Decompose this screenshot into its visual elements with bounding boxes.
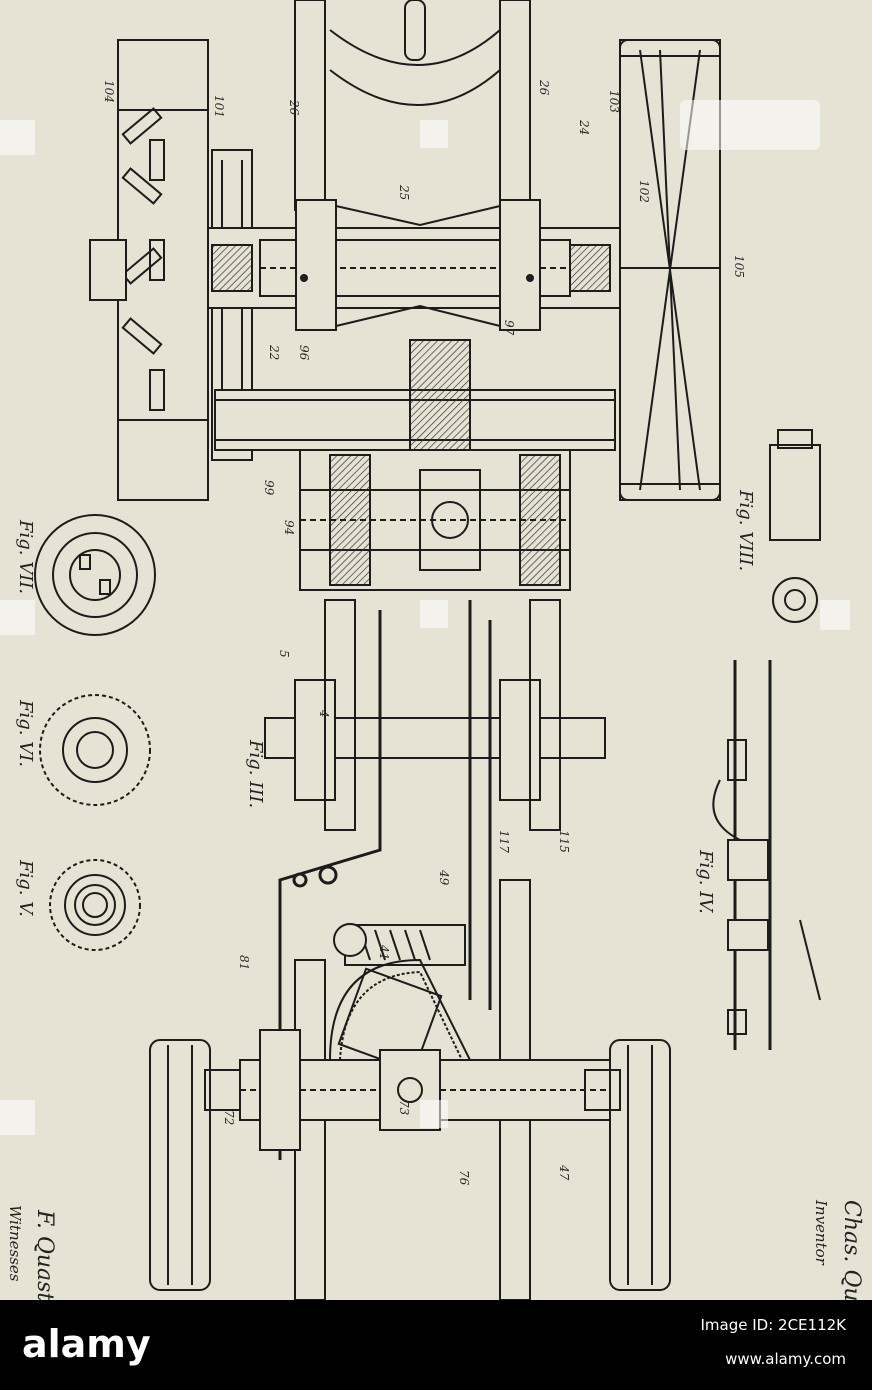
part-label: 73 [397, 1100, 411, 1116]
part-label: 96 [297, 345, 311, 361]
part-label: 26 [537, 79, 551, 96]
fig-v-label: Fig. V. [15, 859, 36, 917]
part-label: 4 [317, 709, 331, 718]
fig-iv-mechanism [713, 660, 820, 1050]
inventor-signature: Chas. Quast. [839, 1200, 864, 1300]
differential-assembly [300, 450, 570, 590]
fig-viii-label: Fig. VIII. [735, 489, 756, 571]
part-label: 104 [102, 80, 116, 103]
part-label: 97 [502, 320, 516, 336]
fig-v-disc [50, 860, 140, 950]
fig-viii-part [770, 430, 820, 622]
part-label: 25 [397, 184, 411, 200]
witnesses-label: Witnesses [6, 1205, 24, 1282]
part-label: 76 [457, 1170, 471, 1186]
fig-iii-label: Fig. III. [245, 739, 266, 808]
shaft-25 [208, 200, 648, 330]
part-label: 22 [267, 344, 281, 360]
signatures: Witnesses F. Quast. Inventor Chas. Quast… [6, 1199, 864, 1300]
part-label: 81 [237, 955, 251, 970]
part-label: 99 [262, 480, 276, 496]
main-drum [90, 40, 208, 500]
fig-vii-label: Fig. VII. [15, 519, 36, 594]
part-label: 5 [277, 650, 291, 658]
fig-iv-label: Fig. IV. [695, 849, 716, 914]
part-label: 26 [287, 99, 301, 116]
stock-footer-bar: alamy Image ID: 2CE112K www.alamy.com [0, 1300, 872, 1390]
part-label: 103 [607, 90, 621, 113]
part-label: 101 [212, 95, 226, 118]
part-label: 117 [497, 830, 511, 853]
shaft-5 [265, 600, 605, 830]
alamy-logo[interactable]: alamy [22, 1322, 151, 1366]
frame-rail-26 [295, 0, 530, 210]
patent-drawing: Fig. VII. Fig. VI. Fig. V. Fig. III. Fig… [0, 0, 872, 1300]
image-id: Image ID: 2CE112K [700, 1316, 846, 1334]
part-label: 102 [637, 180, 651, 203]
rear-wheel-left [150, 1040, 240, 1290]
part-label: 94 [282, 520, 296, 535]
fig-vii-disc [35, 515, 155, 635]
part-label: 49 [437, 869, 451, 886]
mechanical-drawing-svg: Fig. VII. Fig. VI. Fig. V. Fig. III. Fig… [0, 0, 872, 1300]
fig-vi-disc [40, 695, 150, 805]
part-label: 115 [557, 830, 571, 853]
part-label: 105 [732, 255, 746, 278]
part-label: 24 [577, 119, 591, 135]
site-url[interactable]: www.alamy.com [725, 1350, 846, 1368]
inventor-label: Inventor [812, 1199, 830, 1266]
fig-vi-label: Fig. VI. [15, 699, 36, 767]
witness-signature: F. Quast. [32, 1209, 57, 1300]
part-label: 41 [377, 944, 391, 960]
part-label: 72 [222, 1110, 236, 1125]
part-label: 47 [557, 1164, 571, 1181]
